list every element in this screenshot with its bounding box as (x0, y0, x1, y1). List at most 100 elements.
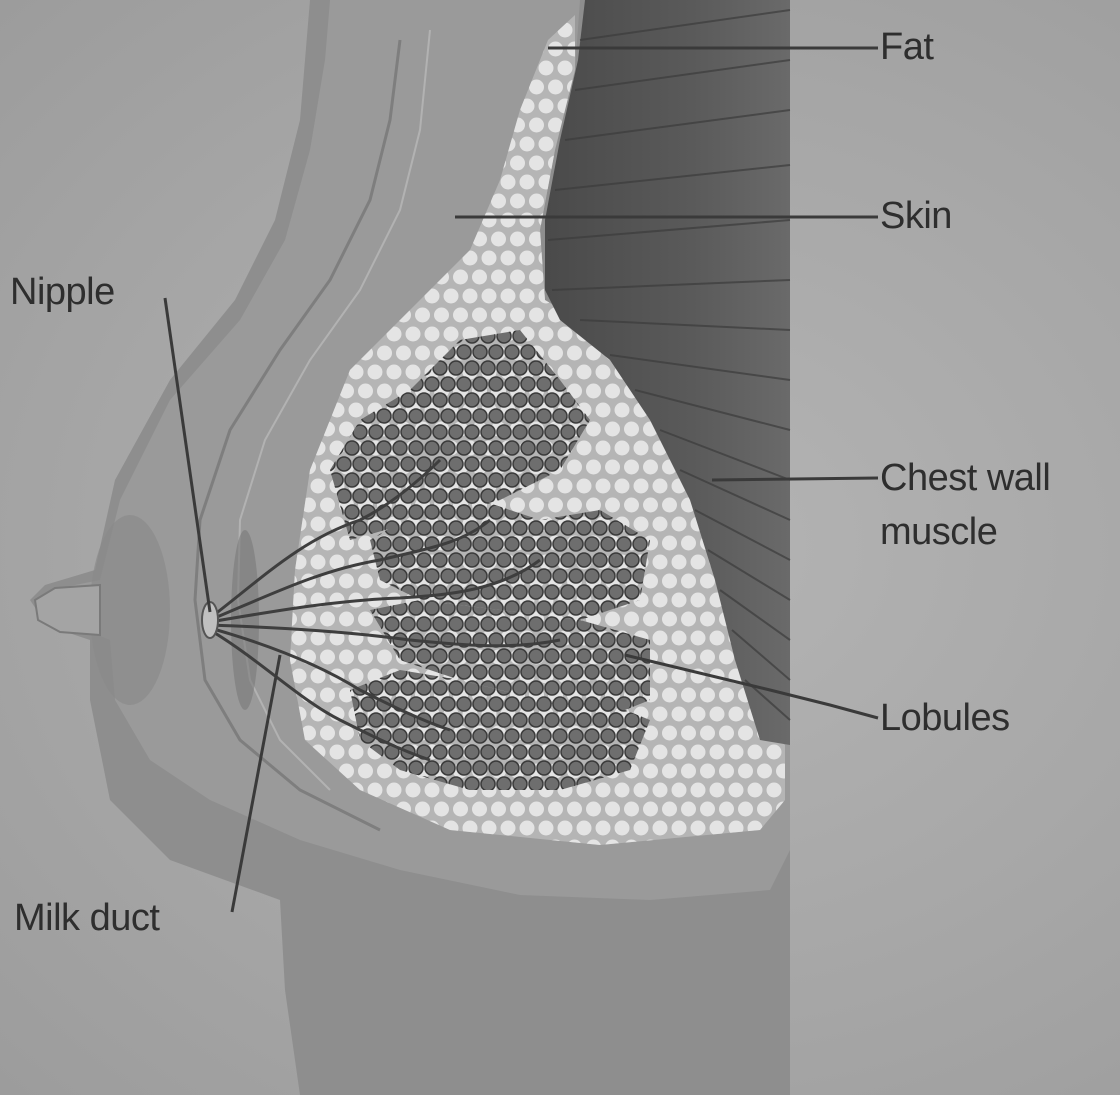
lobule-acinus (577, 553, 591, 567)
lobule-acinus (577, 681, 591, 695)
lobule-acinus (489, 761, 503, 775)
lobule-acinus (465, 361, 479, 375)
lobule-acinus (625, 553, 639, 567)
lobule-acinus (513, 457, 527, 471)
lobule-acinus (529, 521, 543, 535)
fat-globule (605, 460, 620, 475)
lobule-acinus (441, 473, 455, 487)
fat-globule (795, 650, 810, 665)
fat-globule (795, 194, 810, 209)
lobule-acinus (393, 729, 407, 743)
fat-globule (415, 308, 430, 323)
fat-globule (729, 745, 744, 760)
fat-globule (548, 802, 563, 817)
lobule-acinus (561, 713, 575, 727)
lobule-acinus (569, 537, 583, 551)
lobule-acinus (553, 761, 567, 775)
fat-globule (653, 479, 668, 494)
fat-globule (795, 308, 810, 323)
lobule-acinus (433, 617, 447, 631)
lobule-acinus (537, 537, 551, 551)
fat-globule (681, 536, 696, 551)
lobule-acinus (337, 457, 351, 471)
fat-globule (643, 802, 658, 817)
lobule-acinus (561, 745, 575, 759)
lobule-acinus (513, 585, 527, 599)
lobule-acinus (561, 521, 575, 535)
lobule-acinus (377, 441, 391, 455)
lobule-acinus (425, 441, 439, 455)
fat-globule (320, 726, 335, 741)
lobule-acinus (521, 377, 535, 391)
fat-globule (520, 137, 535, 152)
fat-globule (643, 574, 658, 589)
fat-globule (548, 498, 563, 513)
lobule-acinus (529, 585, 543, 599)
lobule-acinus (465, 425, 479, 439)
lobule-acinus (497, 361, 511, 375)
lobule-acinus (521, 441, 535, 455)
lobule-acinus (497, 745, 511, 759)
lobule-acinus (489, 729, 503, 743)
lobule-acinus (473, 537, 487, 551)
lobule-acinus (417, 617, 431, 631)
lobule-acinus (497, 393, 511, 407)
fat-globule (700, 650, 715, 665)
fat-globule (681, 764, 696, 779)
fat-globule (691, 555, 706, 570)
lobule-acinus (577, 649, 591, 663)
fat-globule (491, 270, 506, 285)
fat-globule (415, 346, 430, 361)
fat-globule (624, 498, 639, 513)
fat-globule (415, 802, 430, 817)
fat-globule (795, 232, 810, 247)
lobule-acinus (441, 729, 455, 743)
lobule-acinus (449, 681, 463, 695)
fat-globule (672, 517, 687, 532)
lobule-acinus (561, 425, 575, 439)
lobule-acinus (481, 361, 495, 375)
lobule-acinus (521, 537, 535, 551)
lobule-acinus (409, 729, 423, 743)
lobule-acinus (401, 617, 415, 631)
fat-globule (586, 384, 601, 399)
fat-globule (520, 213, 535, 228)
lobule-acinus (609, 553, 623, 567)
fat-globule (624, 460, 639, 475)
fat-globule (273, 137, 288, 152)
lobule-acinus (481, 713, 495, 727)
fat-globule (406, 365, 421, 380)
lobule-acinus (433, 585, 447, 599)
fat-globule (615, 403, 630, 418)
fat-globule (396, 346, 411, 361)
areola (90, 515, 170, 705)
lobule-acinus (529, 745, 543, 759)
lobule-acinus (545, 649, 559, 663)
lobule-acinus (537, 377, 551, 391)
fat-globule (311, 517, 326, 532)
lobule-acinus (497, 585, 511, 599)
fat-globule (558, 327, 573, 342)
fat-globule (567, 802, 582, 817)
lobule-acinus (393, 441, 407, 455)
lobule-acinus (449, 457, 463, 471)
lobule-acinus (617, 569, 631, 583)
fat-globule (795, 764, 810, 779)
fat-globule (672, 593, 687, 608)
lobule-acinus (417, 393, 431, 407)
lobule-acinus (609, 649, 623, 663)
lobule-acinus (577, 713, 591, 727)
lobule-acinus (425, 633, 439, 647)
lobule-acinus (409, 409, 423, 423)
fat-globule (681, 688, 696, 703)
lobule-acinus (473, 505, 487, 519)
fat-globule (292, 593, 307, 608)
lobule-acinus (377, 537, 391, 551)
fat-globule (368, 365, 383, 380)
lobule-acinus (609, 521, 623, 535)
lobule-acinus (577, 585, 591, 599)
lobule-acinus (409, 441, 423, 455)
fat-globule (292, 23, 307, 38)
lobule-acinus (513, 361, 527, 375)
lobule-acinus (545, 713, 559, 727)
